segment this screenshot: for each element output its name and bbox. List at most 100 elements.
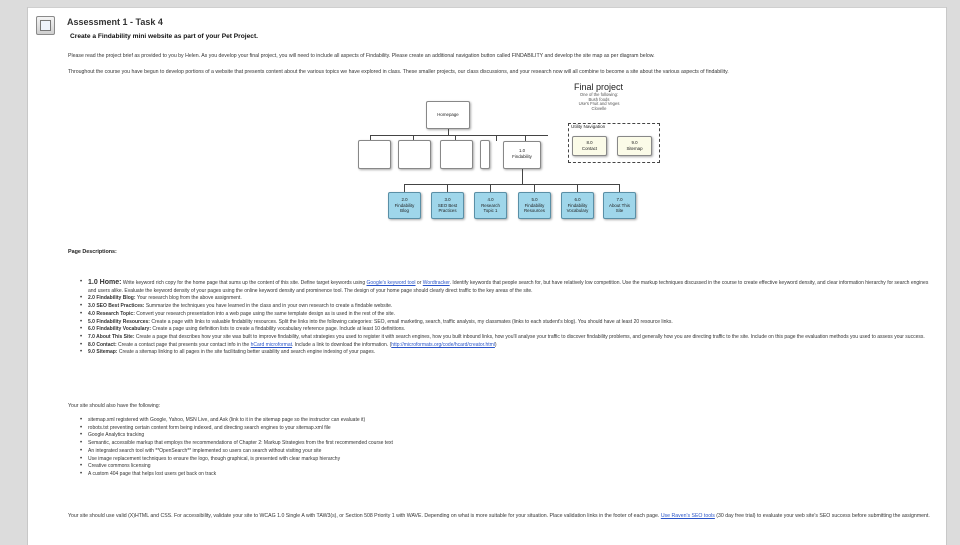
item-text: )	[494, 341, 497, 348]
also-intro: Your site should also have the following…	[68, 403, 161, 409]
contact-box: 8.0 Contact	[572, 136, 607, 156]
item-text: . Include a link to download the informa…	[292, 341, 392, 348]
hcard-microformat-link[interactable]: hCard microformat	[250, 341, 293, 348]
item-label: 4.0 Research Topic:	[88, 310, 135, 317]
box-number: 1.0	[518, 148, 526, 153]
connector	[455, 135, 456, 141]
list-item: An integrated search tool with **OpenSea…	[80, 448, 938, 456]
list-item: 2.0 Findability Blog: Your research blog…	[80, 295, 938, 303]
item-text: Convert your research presentation into …	[136, 310, 396, 317]
intro-paragraph-1: Please read the project brief as provide…	[68, 53, 655, 59]
connector	[404, 184, 619, 185]
assessment-page: Assessment 1 - Task 4 Create a Findabili…	[27, 7, 947, 545]
utility-nav-group	[568, 123, 660, 163]
raven-seo-tools-link[interactable]: Use Raven's SEO tools	[660, 513, 715, 519]
vocabulary-box: 6.0 Findability Vocabulary	[561, 192, 594, 219]
item-text: Write keyword rich copy for the home pag…	[122, 280, 367, 286]
hcard-creator-link[interactable]: http://microformats.org/code/hcard/creat…	[391, 341, 495, 348]
google-keyword-tool-link[interactable]: Google's keyword tool	[366, 280, 416, 286]
final-project-label: Final project	[574, 82, 624, 92]
box-label: Findability	[524, 202, 545, 208]
box-label: Site	[615, 208, 624, 213]
box-label: Findability	[394, 202, 415, 208]
box-number: 5.0	[531, 197, 538, 202]
blank-page-box	[440, 140, 473, 169]
item-text: Create a page using definition lists to …	[152, 326, 406, 333]
list-item: 5.0 Findability Resources: Create a page…	[80, 319, 938, 327]
box-number: 3.0	[444, 197, 451, 202]
box-label: SEO Best	[437, 202, 458, 208]
list-item: 9.0 Sitemap: Create a sitemap linking to…	[80, 349, 938, 357]
item-label: 1.0 Home:	[88, 279, 122, 286]
box-number: 6.0	[574, 197, 581, 202]
box-number: 8.0	[586, 140, 593, 145]
box-label: Findability	[512, 153, 532, 159]
list-item: Creative commons licensing	[80, 463, 938, 471]
list-item: 7.0 About This Site: Create a page that …	[80, 334, 938, 342]
blog-box: 2.0 Findability Blog	[388, 192, 421, 219]
paragraph-text: (30 day free trial) to evaluate your web…	[714, 513, 930, 519]
wordtracker-link[interactable]: Wordtracker	[422, 280, 450, 286]
blank-page-box	[398, 140, 431, 169]
list-item: 1.0 Home: Write keyword rich copy for th…	[80, 279, 938, 295]
list-item: 4.0 Research Topic: Convert your researc…	[80, 311, 938, 319]
final-option: Bush foods	[588, 96, 610, 102]
list-item: A custom 404 page that helps lost users …	[80, 471, 938, 479]
page-description-list: 1.0 Home: Write keyword rich copy for th…	[80, 279, 938, 357]
blank-page-box	[480, 140, 490, 169]
homepage-box: Homepage	[426, 101, 470, 129]
box-label: Practices	[438, 208, 457, 213]
list-item: sitemap.xml registered with Google, Yaho…	[80, 417, 938, 425]
item-text: or	[415, 280, 423, 286]
list-item: 6.0 Findability Vocabulary: Create a pag…	[80, 326, 938, 334]
final-option: Use's Fruit and Veges	[578, 101, 620, 107]
blank-page-box	[358, 140, 391, 169]
page-subtitle: Create a Findability mini website as par…	[70, 33, 258, 40]
item-text: Create a page that describes how your si…	[135, 333, 925, 340]
connector	[448, 129, 449, 135]
box-number: 9.0	[631, 140, 638, 145]
box-number: 4.0	[487, 197, 494, 202]
list-item: Google Analytics tracking	[80, 432, 938, 440]
page-title: Assessment 1 - Task 4	[67, 17, 163, 27]
intro-paragraph-2: Throughout the course you have begun to …	[68, 69, 729, 75]
final-project-options: One of the following: Bush foods Use's F…	[574, 92, 624, 111]
seo-best-practices-box: 3.0 SEO Best Practices	[431, 192, 464, 219]
connector	[490, 184, 491, 192]
top-divider	[28, 7, 946, 8]
box-label: Research	[481, 202, 500, 208]
box-label: Findability	[567, 202, 588, 208]
item-label: 2.0 Findability Blog:	[88, 295, 136, 302]
research-topic-box: 4.0 Research Topic 1	[474, 192, 507, 219]
paragraph-text: Your site should use valid (X)HTML and C…	[68, 513, 661, 519]
findability-box: 1.0 Findability	[503, 141, 541, 169]
box-label: Topic 1	[483, 208, 498, 213]
list-item: 8.0 Contact: Create a contact page that …	[80, 342, 938, 350]
connector	[447, 184, 448, 192]
list-item: robots.txt preventing certain content fo…	[80, 425, 938, 433]
site-map-diagram: Final project One of the following: Bush…	[358, 79, 660, 227]
list-item: Semantic, accessible markup that employs…	[80, 440, 938, 448]
list-item: 3.0 SEO Best Practices: Summarize the te…	[80, 303, 938, 311]
item-label: 9.0 Sitemap:	[88, 349, 118, 356]
box-label: Sitemap	[626, 145, 643, 151]
item-text: Create a page with links to valuable fin…	[151, 318, 673, 325]
connector	[619, 184, 620, 192]
utility-nav-label: Utility Navigation	[571, 124, 606, 129]
connector	[496, 135, 497, 141]
box-number: 7.0	[616, 197, 623, 202]
final-option: Clovelle	[591, 105, 607, 111]
box-label: Resources	[524, 208, 545, 213]
box-label: Contact	[581, 145, 598, 151]
item-text: Create a sitemap linking to all pages in…	[118, 349, 376, 356]
box-number: 2.0	[401, 197, 408, 202]
connector	[534, 184, 535, 192]
connector	[370, 135, 548, 136]
item-label: 6.0 Findability Vocabulary:	[88, 326, 151, 333]
box-label: Blog	[400, 208, 409, 213]
box-label: Vocabulary	[566, 208, 589, 213]
item-text: . Identify keywords that people search f…	[88, 280, 929, 294]
assignment-icon	[36, 16, 55, 35]
connector	[522, 169, 523, 184]
list-item: Use image replacement techniques to ensu…	[80, 456, 938, 464]
